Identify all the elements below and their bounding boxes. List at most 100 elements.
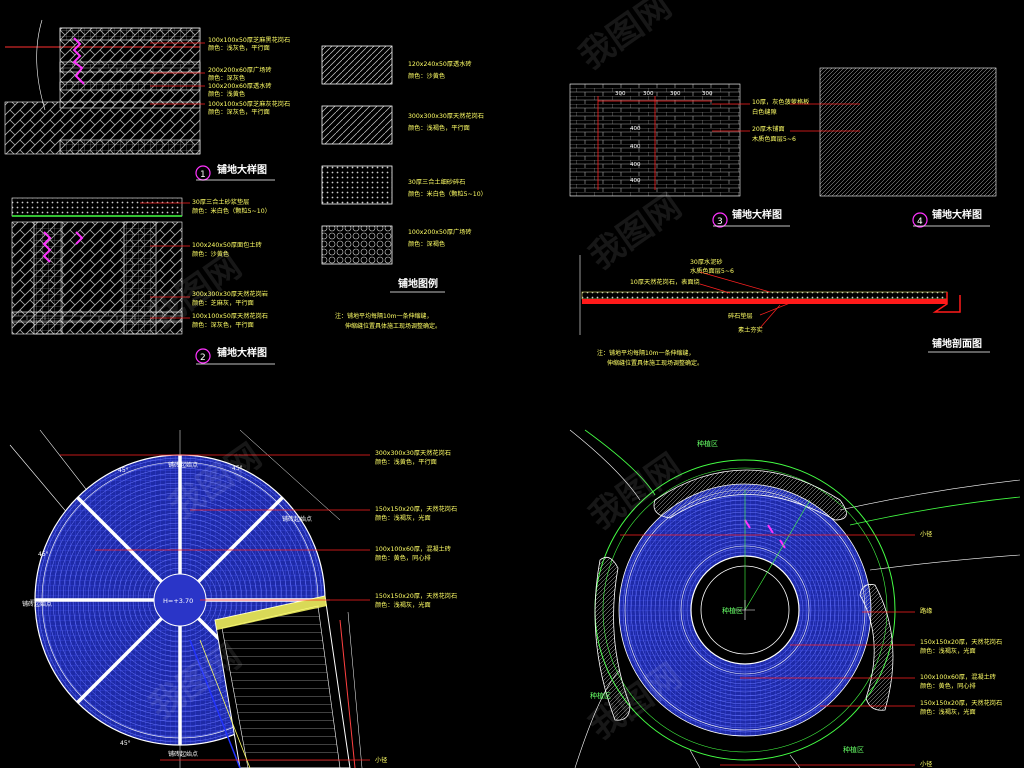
- dim-3: 300: [670, 91, 681, 97]
- zone-label-left: 种植区: [590, 691, 611, 700]
- panel2-label-2: 颜色：米白色（颗粒5~10）: [192, 207, 271, 215]
- panel2-label-4: 颜色：沙黄色: [192, 250, 229, 258]
- left-plaza-label-7: 150x150x20厚，天然花岗石: [375, 592, 457, 600]
- legend-item-3-line2: 颜色：米白色（颗粒5~10）: [408, 190, 487, 198]
- panel1-number: 1: [200, 170, 206, 180]
- legend-swatch-3: [321, 165, 393, 205]
- section-label-3: 10厚天然花岗石，表面烧: [630, 278, 700, 286]
- legend-item-2-line1: 300x300x30厚天然花岗石: [408, 112, 484, 120]
- panel1-label-7: 100x100x50厚芝麻灰花岗石: [208, 100, 290, 108]
- left-plaza-label-6: 颜色：黄色，同心排: [375, 554, 431, 562]
- detail-panel-4: 4 铺地大样图: [790, 67, 997, 228]
- panel3-title: 铺地大样图: [732, 208, 782, 221]
- paving-spoke: [76, 617, 163, 704]
- panel1-label-8: 颜色：深灰色，平行面: [208, 108, 270, 116]
- left-plaza-top-point: 铺砖起始点: [168, 461, 198, 469]
- left-plaza-label-1: 300x300x30厚天然花岗石: [375, 449, 451, 457]
- paving-legend: 120x240x50厚透水砖 颜色：沙黄色 300x300x30厚天然花岗石 颜…: [321, 45, 487, 330]
- panel2-label-7: 100x100x50厚天然花岗石: [192, 312, 268, 320]
- panel1-label-3: 200x200x60厚广场砖: [208, 66, 272, 74]
- panel2-leaders: [140, 202, 190, 319]
- panel3-dims: 300 300 300 300 400 400 400 400: [615, 91, 713, 184]
- panel2-number: 2: [200, 353, 206, 363]
- panel1-label-2: 颜色：浅灰色，平行面: [208, 44, 270, 52]
- vdim-4: 400: [630, 178, 641, 184]
- panel2-label-3: 100x240x50厚面包土砖: [192, 241, 262, 249]
- vdim-1: 400: [630, 126, 641, 132]
- zone-label-center: 种植区: [722, 606, 743, 615]
- left-plaza-bottom-point: 铺砖起始点: [168, 750, 198, 758]
- detail-panel-3: 300 300 300 300 400 400 400 400 10厚，灰色菠萝…: [569, 83, 809, 228]
- panel1-label-6: 颜色：浅黄色: [208, 90, 245, 98]
- section-label-2: 水质色面层5~6: [690, 267, 734, 275]
- panel3-number: 3: [717, 217, 723, 227]
- left-plaza-label-4: 颜色：浅褐灰，光面: [375, 514, 431, 522]
- bench-pod-top: [653, 469, 847, 521]
- right-plaza-label-7: 150x150x20厚，天然花岗石: [920, 699, 1002, 707]
- bench-pod-left: [594, 556, 631, 721]
- right-plaza-label-6: 颜色：黄色，同心排: [920, 682, 976, 690]
- right-plaza-label-9: 小径: [920, 760, 932, 768]
- panel3-label-1: 10厚，灰色菠萝格板: [752, 98, 809, 106]
- left-plaza-label-2: 颜色：浅黄色，平行面: [375, 458, 437, 466]
- angle-2: 45°: [232, 465, 243, 472]
- legend-item-1-line1: 120x240x50厚透水砖: [408, 60, 472, 68]
- panel2-label-6: 颜色：芝麻灰，平行面: [192, 299, 254, 307]
- legend-swatch-4: [321, 225, 393, 265]
- section-label-5: 素土夯实: [738, 326, 763, 334]
- watermark-3: 我图网: [582, 186, 688, 277]
- legend-note-line2: 伸缩缝位置具体施工现场调整确定。: [345, 322, 441, 330]
- panel2-label-8: 颜色：深灰色，平行面: [192, 321, 254, 329]
- angle-4: 45°: [120, 740, 131, 747]
- right-plaza-label-3: 150x150x20厚，天然花岗石: [920, 638, 1002, 646]
- legend-item-4-line1: 100x200x50厚广场砖: [408, 228, 472, 236]
- legend-item-1-line2: 颜色：沙黄色: [408, 72, 445, 80]
- section-note-line1: 注：铺地平均每隔10m一条伸缩缝，: [597, 349, 694, 357]
- panel4-number-circle: [912, 212, 928, 228]
- left-plaza-center-label: H=+3.70: [163, 597, 193, 605]
- right-plaza-plan: 种植区 种植区 种植区 种植区 小径 路缘 150x150x20厚，天然花岗石 …: [569, 429, 1021, 768]
- panel1-label-4: 颜色：深灰色: [208, 74, 245, 82]
- dim-4: 300: [702, 91, 713, 97]
- left-plaza-road-label: 小径: [375, 756, 387, 764]
- panel1-leaders: [150, 42, 205, 105]
- panel1-label-1: 100x100x50厚芝麻黑花岗石: [208, 36, 290, 44]
- panel2-label-1: 30厚三合土砂浆垫层: [192, 198, 249, 206]
- panel3-number-circle: [712, 212, 728, 228]
- right-plaza-label-1: 小径: [920, 530, 932, 538]
- right-plaza-label-5: 100x100x60厚，混凝土砖: [920, 673, 996, 681]
- legend-note-line1: 注：铺地平均每隔10m一条伸缩缝，: [335, 312, 432, 320]
- panel1-label-5: 100x200x60厚透水砖: [208, 82, 272, 90]
- panel3-label-2: 白色缝隙: [752, 108, 777, 116]
- legend-item-3-line1: 30厚三合土细砂碎石: [408, 178, 465, 186]
- paving-section: 30厚水泥砂 水质色面层5~6 10厚天然花岗石，表面烧 碎石垫层 素土夯实 铺…: [579, 255, 990, 367]
- zone-label-top: 种植区: [697, 439, 718, 448]
- dim-1: 300: [615, 91, 626, 97]
- panel4-title: 铺地大样图: [932, 208, 982, 221]
- angle-3: 45°: [38, 551, 49, 558]
- panel4-number: 4: [917, 217, 923, 227]
- right-plaza-label-8: 颜色：浅褐灰，光面: [920, 708, 976, 716]
- paving-spoke: [197, 496, 284, 583]
- section-label-4: 碎石垫层: [728, 312, 753, 320]
- zone-label-bottom: 种植区: [843, 745, 864, 754]
- panel2-label-5: 300x300x30厚天然花岗岩: [192, 290, 268, 298]
- bench-pod-right: [859, 584, 894, 711]
- right-plaza-label-2: 路缘: [920, 607, 932, 615]
- detail-panel-1: 100x100x50厚芝麻黑花岗石 颜色：浅灰色，平行面 200x200x60厚…: [4, 19, 290, 181]
- legend-item-4-line2: 颜色：深褐色: [408, 240, 445, 248]
- section-title: 铺地剖面图: [932, 337, 982, 350]
- left-plaza-plan: H=+3.70 300x300x30厚天然花岗石 颜色：浅黄色，平行面 150x…: [9, 429, 457, 768]
- vdim-3: 400: [630, 162, 641, 168]
- panel3-label-3: 20厚木铺面: [752, 125, 785, 133]
- paving-spoke: [76, 496, 163, 583]
- legend-swatch-1: [321, 45, 393, 85]
- left-plaza-label-8: 颜色：浅褐灰，光面: [375, 601, 431, 609]
- dim-2: 300: [643, 91, 654, 97]
- legend-title: 铺地图例: [398, 277, 438, 290]
- legend-swatch-2: [321, 105, 393, 145]
- panel2-number-circle: [195, 348, 211, 364]
- section-label-1: 30厚水泥砂: [690, 258, 723, 266]
- vdim-2: 400: [630, 144, 641, 150]
